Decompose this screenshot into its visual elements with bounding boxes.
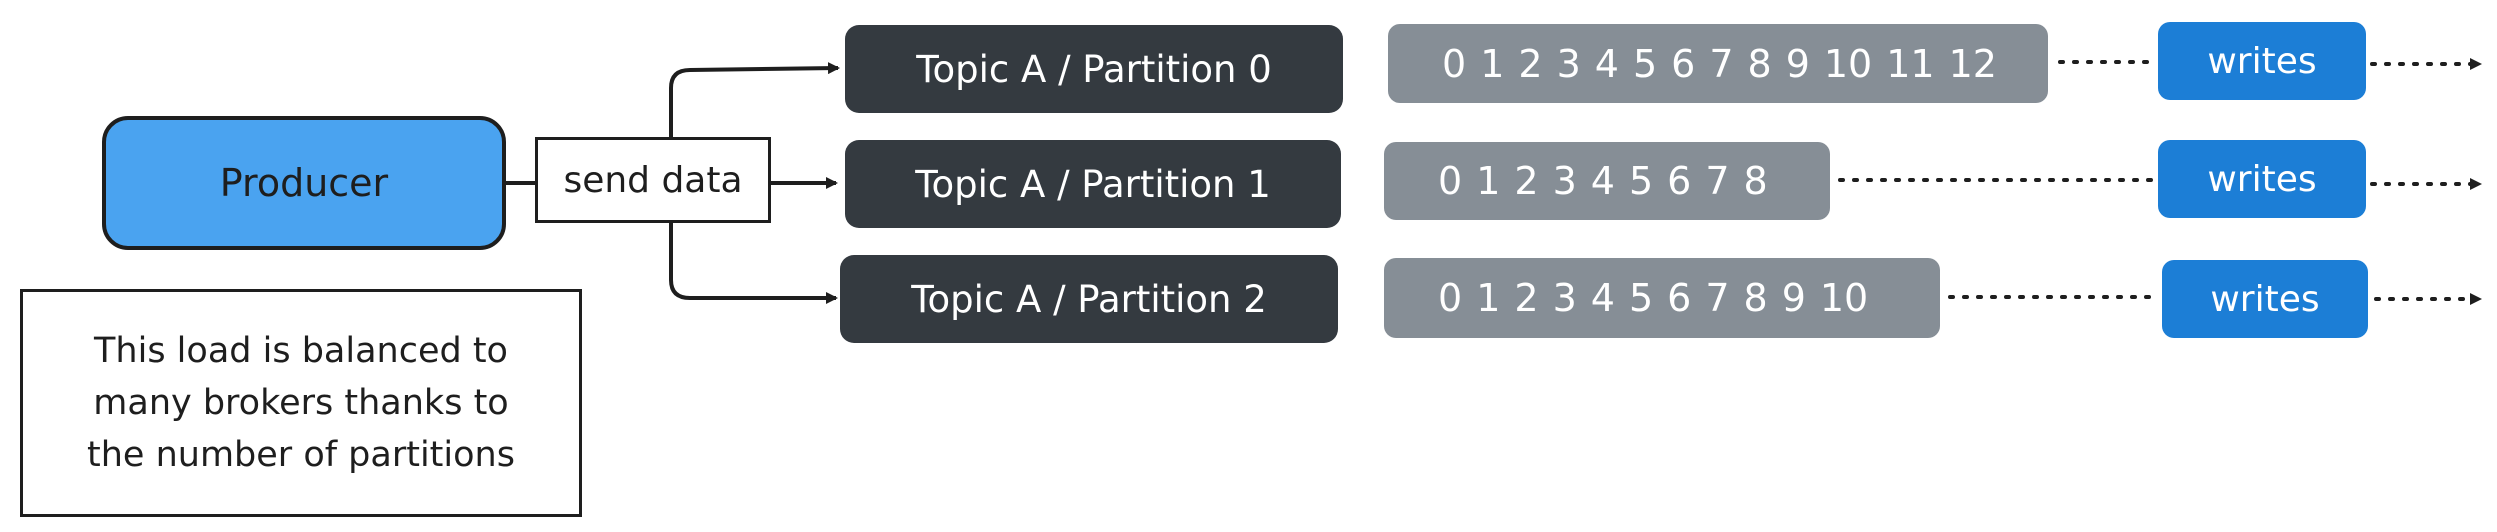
offset: 1 [1476,159,1501,203]
offset: 9 [1785,41,1810,86]
send-data-label: send data [563,159,743,201]
offset: 4 [1590,159,1615,203]
offset: 7 [1705,159,1730,203]
offset: 2 [1518,41,1543,86]
topic-partition-0: Topic A / Partition 0 [845,25,1343,113]
offset: 0 [1438,159,1463,203]
offset: 0 [1442,41,1467,86]
note-line: This load is balanced to [94,331,508,371]
partition-log-0: 0 1 2 3 4 5 6 7 8 9 10 11 12 [1388,24,2048,103]
topic-partition-label: Topic A / Partition 1 [915,162,1271,206]
offset: 10 [1819,276,1869,320]
writes-box-2: writes [2162,260,2368,338]
offset: 8 [1743,276,1768,320]
writes-box-1: writes [2158,140,2366,218]
offset: 11 [1886,41,1935,86]
offset: 3 [1556,41,1581,86]
offset: 7 [1705,276,1730,320]
offset: 1 [1480,41,1505,86]
offset: 3 [1552,276,1577,320]
offset: 9 [1781,276,1806,320]
offset: 4 [1594,41,1619,86]
arrow-to-partition-0 [669,62,840,137]
writes-label: writes [2210,278,2320,320]
topic-partition-label: Topic A / Partition 0 [916,47,1272,91]
offset: 10 [1823,41,1873,86]
producer-box: Producer [102,116,506,250]
note-box: This load is balanced to many brokers th… [20,289,582,517]
producer-label: Producer [219,161,389,205]
offset: 8 [1747,41,1772,86]
offset: 5 [1628,276,1654,320]
offset: 5 [1628,159,1654,203]
offset: 6 [1667,159,1692,203]
writes-label: writes [2207,40,2317,82]
writes-label: writes [2207,158,2317,200]
writes-box-0: writes [2158,22,2366,100]
offset: 8 [1743,159,1768,203]
offset: 4 [1590,276,1615,320]
topic-partition-2: Topic A / Partition 2 [840,255,1338,343]
offset: 6 [1667,276,1692,320]
topic-partition-label: Topic A / Partition 2 [911,277,1267,321]
offset: 12 [1948,41,1997,86]
offset: 2 [1514,159,1539,203]
note-line: the number of partitions [87,435,515,475]
offset: 2 [1514,276,1539,320]
note-line: many brokers thanks to [93,383,509,423]
arrow-to-partition-2 [669,223,838,304]
offset: 5 [1632,41,1658,86]
offset: 3 [1552,159,1577,203]
partition-log-1: 0 1 2 3 4 5 6 7 8 [1384,142,1830,220]
offset: 0 [1438,276,1463,320]
send-data-box: send data [535,137,771,223]
offset: 7 [1709,41,1734,86]
offset: 6 [1671,41,1696,86]
topic-partition-1: Topic A / Partition 1 [845,140,1341,228]
partition-log-2: 0 1 2 3 4 5 6 7 8 9 10 [1384,258,1940,338]
offset: 1 [1476,276,1501,320]
